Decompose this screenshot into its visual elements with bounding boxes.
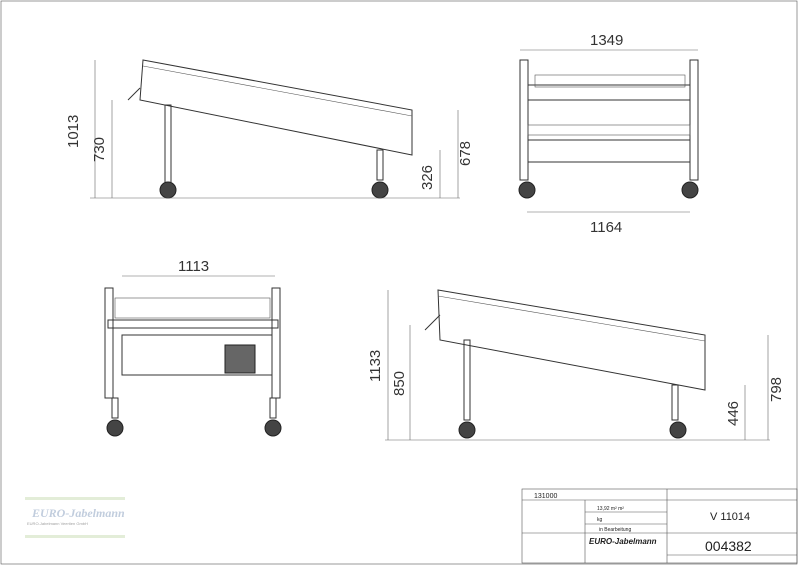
- dim-730: 730: [91, 137, 108, 162]
- drawing-number: 004382: [705, 538, 752, 554]
- watermark-company: EURO-Jabelmann Veertien GmbH: [27, 521, 88, 526]
- status: in Bearbeitung: [599, 527, 631, 533]
- dim-1164: 1164: [590, 219, 622, 236]
- drawing-name: V 11014: [710, 511, 750, 523]
- dim-326: 326: [419, 165, 436, 190]
- side-view-top: 1013 730 326 678: [65, 59, 474, 199]
- company-logo: EURO-Jabelmann: [589, 537, 657, 546]
- weight-unit: kg: [597, 517, 603, 523]
- watermark: EURO-Jabelmann EURO-Jabelmann Veertien G…: [25, 497, 125, 538]
- front-view-top: 1349 1164: [518, 32, 699, 236]
- dim-798: 798: [768, 377, 785, 402]
- dim-1113: 1113: [178, 258, 209, 275]
- watermark-brand: EURO-Jabelmann: [31, 506, 125, 520]
- article-number: 131000: [534, 493, 557, 500]
- rear-view-bottom: 1113: [104, 258, 282, 437]
- title-block: 131000 13,92 m² m² kg in Bearbeitung EUR…: [521, 488, 798, 564]
- dim-1013: 1013: [65, 115, 82, 148]
- side-view-bottom: 1133 850 446 798: [367, 289, 785, 441]
- dim-850: 850: [391, 371, 408, 396]
- surface-value: 13,92 m² m²: [597, 506, 624, 512]
- dim-1133: 1133: [367, 350, 384, 382]
- dim-446: 446: [725, 401, 742, 426]
- dim-1349: 1349: [590, 32, 623, 49]
- dim-678: 678: [457, 141, 474, 166]
